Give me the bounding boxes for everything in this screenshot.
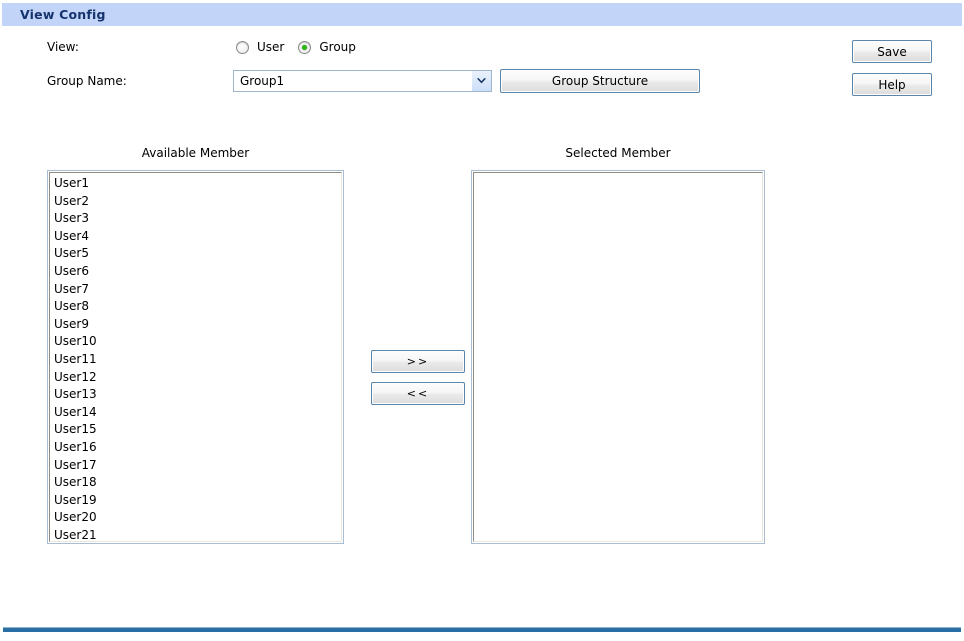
group-structure-button[interactable]: Group Structure [500,69,700,93]
list-item[interactable]: User1 [54,176,89,190]
radio-option-user[interactable]: User [236,40,284,54]
list-item[interactable]: User15 [54,422,97,437]
list-item[interactable]: User13 [54,387,97,402]
group-name-select[interactable]: Group1 [233,70,492,92]
save-button[interactable]: Save [852,40,932,63]
page-title: View Config [20,7,106,22]
list-item[interactable]: User10 [54,334,97,349]
add-member-button[interactable]: >> [371,350,465,373]
list-item[interactable]: User18 [54,475,97,490]
transfer-button-column: >> << [371,350,465,414]
group-name-row: Group Name: Group1 Group Structure [0,64,964,98]
view-label: View: [47,40,79,54]
radio-user-indicator[interactable] [236,40,249,54]
group-name-label: Group Name: [47,74,127,88]
chevron-down-icon[interactable] [471,71,491,91]
side-button-column: Save Help [852,40,932,106]
view-row: View: User Group [0,30,964,64]
form-area: View: User Group Group Name: Group1 Grou… [0,30,964,98]
footer-divider [3,627,961,632]
list-item[interactable]: User6 [54,263,89,278]
selected-member-caption: Selected Member [565,146,671,160]
radio-option-group[interactable]: Group [298,40,356,54]
list-item[interactable]: User21 [54,527,97,542]
help-button[interactable]: Help [852,73,932,96]
selected-member-list[interactable] [473,172,763,542]
list-item[interactable]: User8 [54,299,89,314]
list-item[interactable]: User7 [54,281,89,296]
remove-member-button[interactable]: << [371,382,465,405]
list-item[interactable]: User11 [54,351,97,366]
radio-group-label: Group [319,40,356,54]
selected-member-listbox[interactable] [471,170,765,544]
list-item[interactable]: User17 [54,457,97,472]
view-radio-group: User Group [236,40,370,54]
radio-group-indicator[interactable] [298,40,312,54]
list-item[interactable]: User14 [54,404,97,419]
list-item[interactable]: User20 [54,510,97,525]
list-item[interactable]: User9 [54,316,89,331]
panel-header: View Config [0,0,964,26]
list-item[interactable]: User16 [54,439,97,454]
available-member-caption: Available Member [141,146,250,160]
group-name-select-value: Group1 [240,74,285,88]
list-item[interactable]: User4 [54,228,89,243]
list-item[interactable]: User3 [54,211,89,226]
radio-user-label: User [257,40,285,54]
list-item[interactable]: User19 [54,492,97,507]
list-item[interactable]: User2 [54,193,89,208]
list-item[interactable]: User5 [54,246,89,261]
list-item[interactable]: User12 [54,369,97,384]
header-underline [0,26,964,30]
